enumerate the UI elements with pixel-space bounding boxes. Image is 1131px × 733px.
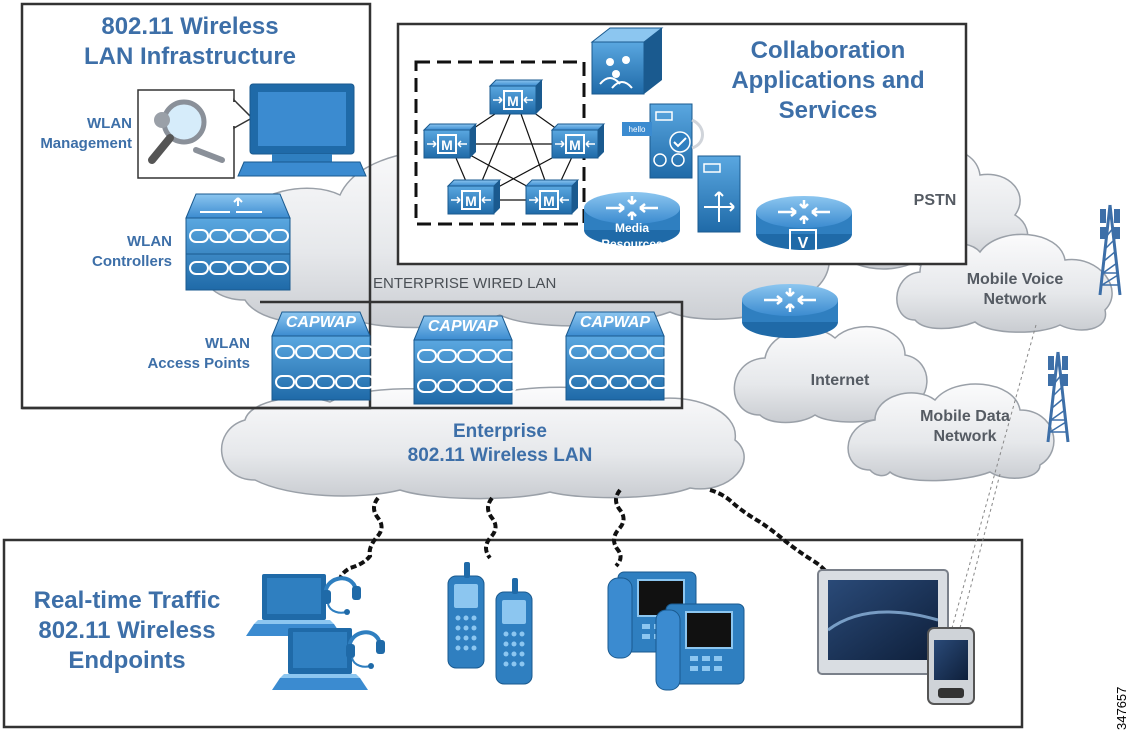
headset-icon bbox=[320, 576, 363, 617]
mobile-data-label: Mobile Data Network bbox=[920, 408, 1010, 445]
tablet-icon bbox=[817, 569, 949, 675]
server-icon bbox=[697, 155, 741, 233]
magnifier-wrench-icon bbox=[137, 89, 254, 179]
svg-text:V: V bbox=[798, 235, 809, 252]
access-point-1 bbox=[271, 311, 374, 401]
capwap-label: CAPWAP bbox=[285, 314, 357, 331]
wireless-link bbox=[951, 324, 1037, 629]
mobile-data-cloud bbox=[847, 383, 1055, 482]
wlan-controllers-label: WLAN Controllers bbox=[91, 233, 172, 270]
wlan-infrastructure-title: 802.11 Wireless LAN Infrastructure bbox=[83, 13, 297, 70]
collaboration-cube-icon bbox=[590, 27, 664, 95]
svg-text:Media: Media bbox=[615, 221, 649, 235]
pstn-label: PSTN bbox=[913, 192, 957, 209]
voice-gateway-icon: V bbox=[754, 194, 854, 253]
monitor-icon bbox=[237, 83, 367, 177]
wlan-controller-icon bbox=[185, 193, 291, 291]
capwap-label: CAPWAP bbox=[579, 314, 651, 331]
access-point-3 bbox=[565, 311, 668, 401]
access-point-frame bbox=[22, 300, 684, 410]
capwap-label: CAPWAP bbox=[427, 318, 499, 335]
wireless-handset-icon bbox=[447, 561, 485, 669]
endpoints-title: Real-time Traffic 802.11 Wireless Endpoi… bbox=[33, 587, 221, 674]
mcu-icon bbox=[447, 179, 501, 215]
wireless-links bbox=[338, 488, 830, 581]
mcu-icon bbox=[489, 79, 543, 115]
hello-bubble: hello bbox=[629, 125, 646, 134]
mcu-icon bbox=[525, 179, 579, 215]
mcu-icon bbox=[423, 123, 477, 159]
server-icon: hello bbox=[622, 103, 704, 179]
dashed-mcu-group bbox=[414, 60, 586, 226]
enterprise-wired-lan-label: ENTERPRISE WIRED LAN bbox=[373, 275, 557, 292]
internet-label: Internet bbox=[810, 372, 870, 389]
svg-text:Resources: Resources bbox=[601, 237, 663, 251]
wlan-access-points-label: WLAN Access Points bbox=[147, 335, 250, 372]
media-resources-icon: Media Resources bbox=[582, 190, 682, 251]
mcu-icon bbox=[551, 123, 605, 159]
cell-tower-icon bbox=[1046, 350, 1070, 444]
ip-phone-icon bbox=[655, 603, 745, 691]
wlan-management-label: WLAN Management bbox=[40, 115, 132, 152]
internet-cloud bbox=[733, 325, 928, 424]
figure-id: 347657 bbox=[1114, 686, 1129, 730]
mobile-voice-label: Mobile Voice Network bbox=[966, 271, 1064, 308]
collaboration-title: Collaboration Applications and Services bbox=[731, 37, 925, 124]
wireless-handset-icon bbox=[495, 577, 533, 685]
router-icon bbox=[740, 282, 840, 340]
access-point-2 bbox=[413, 315, 516, 405]
enterprise-wlan-label: Enterprise 802.11 Wireless LAN bbox=[407, 421, 593, 466]
endpoints-frame bbox=[2, 538, 1024, 729]
smartphone-icon bbox=[927, 627, 975, 705]
